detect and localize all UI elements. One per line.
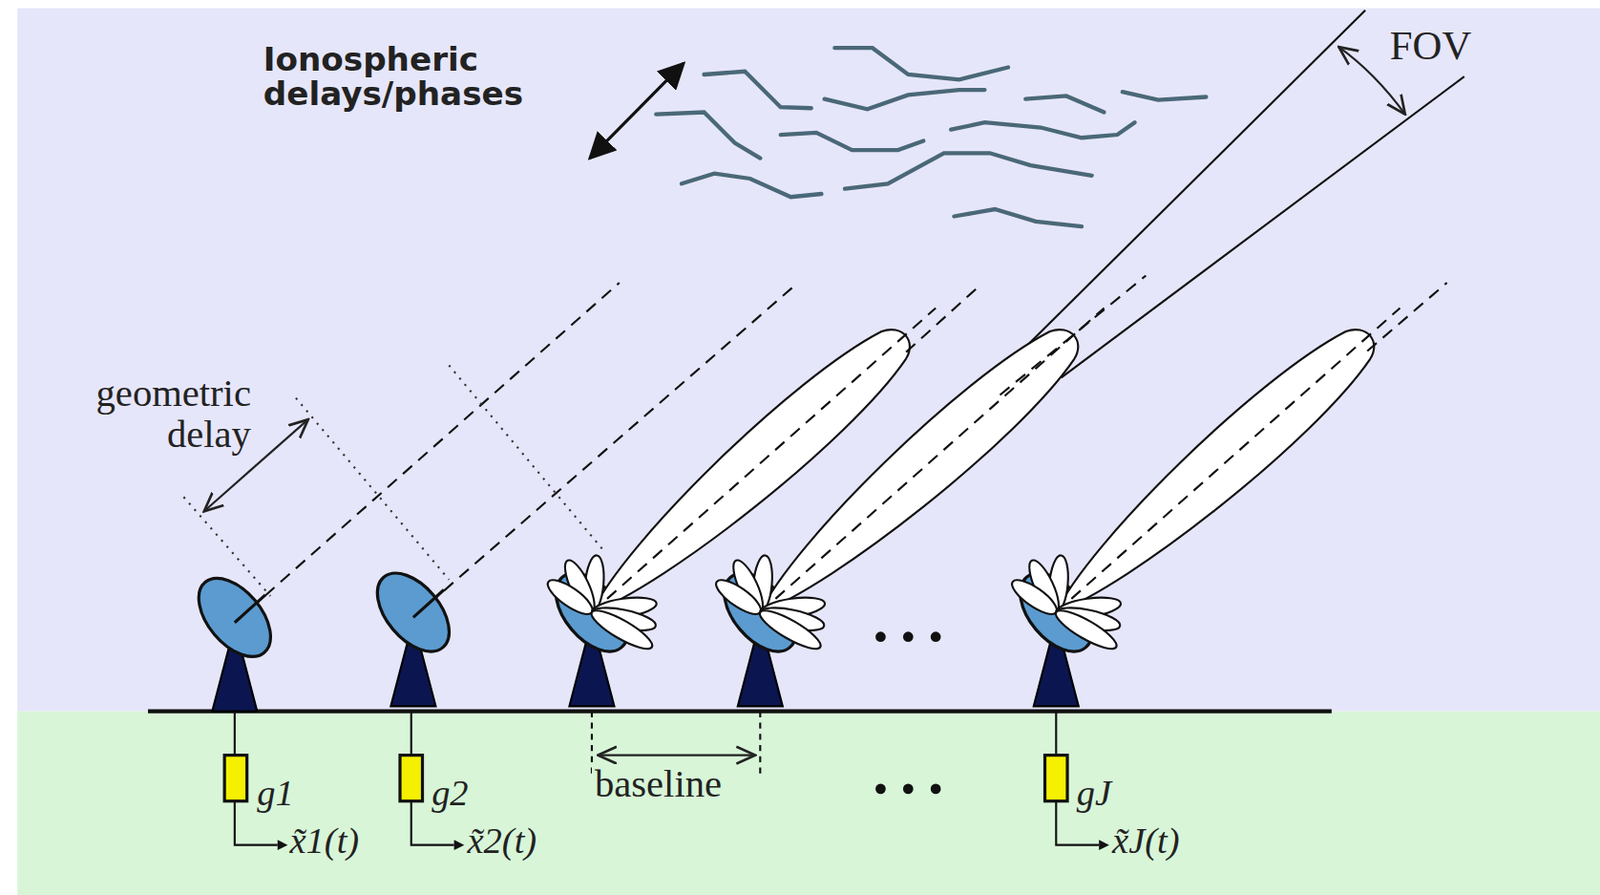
signal-label: x̃2(t) — [467, 821, 538, 860]
signal-label: x̃J(t) — [1112, 821, 1179, 860]
baseline-label: baseline — [591, 763, 725, 805]
gain-label: g1 — [256, 773, 294, 812]
ionosphere-label: Ionospheric delays/phases — [263, 42, 590, 112]
gain-label: gJ — [1076, 773, 1112, 812]
fov-label: FOV — [1389, 24, 1473, 68]
gain-label: g2 — [431, 773, 468, 812]
signal-label: x̃1(t) — [290, 821, 360, 860]
geometric-delay-label: geometric delay — [14, 373, 252, 455]
